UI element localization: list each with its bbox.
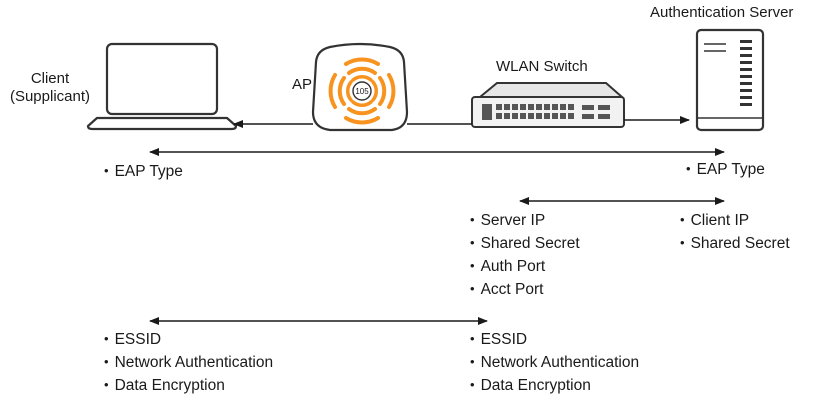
list-item: EAP Type (104, 160, 183, 183)
list-item: Data Encryption (470, 374, 639, 397)
switch-radius-list: Server IP Shared Secret Auth Port Acct P… (470, 209, 580, 301)
list-item: Data Encryption (104, 374, 273, 397)
switch-icon (471, 82, 625, 128)
client-label-line1: Client (30, 70, 70, 87)
client-label: Client (Supplicant) (2, 70, 98, 106)
list-item: Shared Secret (680, 232, 790, 255)
list-item: Network Authentication (470, 351, 640, 374)
list-item: Network Authentication (104, 351, 274, 374)
server-icon (695, 28, 765, 132)
access-point-icon (311, 42, 409, 132)
list-item: ESSID (470, 328, 639, 351)
client-eap-list: EAP Type (104, 160, 183, 183)
list-item: Shared Secret (470, 232, 580, 255)
list-item: Acct Port (470, 278, 580, 301)
switch-wlan-list: ESSID Network Authentication Data Encryp… (470, 328, 640, 397)
server-radius-list: Client IP Shared Secret (680, 209, 790, 255)
client-wlan-list: ESSID Network Authentication Data Encryp… (104, 328, 274, 397)
list-item: ESSID (104, 328, 273, 351)
ap-label: AP (292, 76, 313, 93)
list-item: Auth Port (470, 255, 580, 278)
list-item: Server IP (470, 209, 580, 232)
list-item: EAP Type (686, 158, 765, 181)
client-label-line2: (Supplicant) (9, 88, 91, 105)
server-label: Authentication Server (650, 4, 794, 21)
switch-label: WLAN Switch (496, 58, 588, 75)
laptop-icon (86, 42, 238, 131)
server-eap-list: EAP Type (686, 158, 765, 181)
ap-badge: 105 (355, 87, 369, 96)
list-item: Client IP (680, 209, 790, 232)
